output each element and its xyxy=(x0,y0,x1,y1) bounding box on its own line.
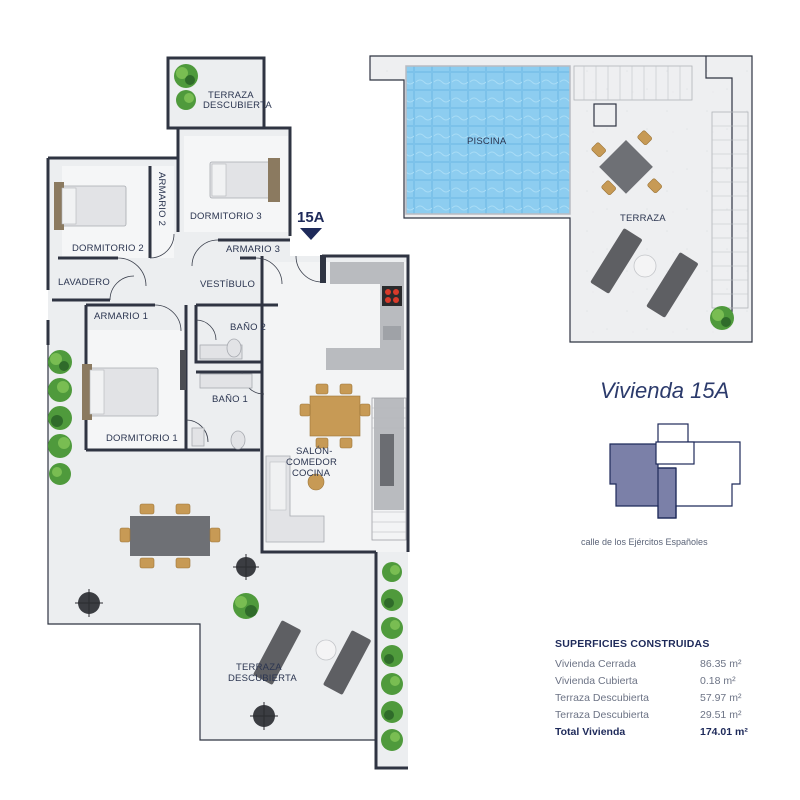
entry-marker-label: 15A xyxy=(297,209,325,226)
entry-marker: 15A xyxy=(297,209,325,240)
label-salon-2: COMEDOR xyxy=(286,457,337,468)
label-armario-3: ARMARIO 3 xyxy=(226,244,280,255)
surface-total-value: 174.01 m² xyxy=(700,726,748,738)
label-piscina: PISCINA xyxy=(467,136,507,147)
label-vestibulo: VESTÍBULO xyxy=(200,279,255,290)
surface-label: Vivienda Cubierta xyxy=(555,675,638,687)
unit-title: Vivienda 15A xyxy=(600,378,730,403)
roof-terrace: PISCINA TERRAZA xyxy=(369,55,753,343)
label-dormitorio-3: DORMITORIO 3 xyxy=(190,211,262,222)
pool xyxy=(406,66,570,214)
bed-dormitorio-2 xyxy=(54,182,127,230)
sun-loungers-terrace xyxy=(253,620,371,695)
label-armario-1: ARMARIO 1 xyxy=(94,311,148,322)
kitchen xyxy=(326,262,404,510)
label-armario-2: ARMARIO 2 xyxy=(156,172,167,226)
plant-icons-main xyxy=(48,64,403,751)
key-plan xyxy=(609,423,741,519)
dining-table-interior xyxy=(299,383,371,449)
label-bano-1: BAÑO 1 xyxy=(212,394,248,405)
surface-row: Terraza Descubierta 29.51 m² xyxy=(555,709,755,726)
surface-value: 0.18 m² xyxy=(700,675,736,687)
surface-value: 57.97 m² xyxy=(700,692,742,704)
entry-arrow-icon xyxy=(300,228,322,240)
wardrobe-1 xyxy=(180,350,186,390)
label-terraza-bottom-2: DESCUBIERTA xyxy=(228,673,297,684)
label-terraza-roof: TERRAZA xyxy=(620,213,666,224)
label-bano-2: BAÑO 2 xyxy=(230,322,266,333)
surface-value: 86.35 m² xyxy=(700,658,742,670)
bed-dormitorio-1 xyxy=(82,364,159,420)
umbrella-icons xyxy=(75,554,278,730)
dining-table-terrace xyxy=(119,503,221,569)
sun-loungers-roof xyxy=(590,228,698,318)
roof-steps xyxy=(573,65,749,309)
label-dormitorio-1: DORMITORIO 1 xyxy=(106,433,178,444)
surfaces-heading: SUPERFICIES CONSTRUIDAS xyxy=(555,638,710,650)
bed-dormitorio-3 xyxy=(209,158,280,202)
surface-row: Vivienda Cerrada 86.35 m² xyxy=(555,658,755,675)
label-terraza-top-1: TERRAZA xyxy=(208,90,254,101)
label-salon-3: COCINA xyxy=(292,468,331,479)
surface-label: Terraza Descubierta xyxy=(555,709,649,721)
surface-total-row: Total Vivienda 174.01 m² xyxy=(555,726,755,743)
surface-row: Terraza Descubierta 57.97 m² xyxy=(555,692,755,709)
surface-value: 29.51 m² xyxy=(700,709,742,721)
plant-icon-roof xyxy=(710,306,734,330)
surface-label: Vivienda Cerrada xyxy=(555,658,636,670)
street-name: calle de los Ejércitos Españoles xyxy=(581,537,708,547)
label-lavadero: LAVADERO xyxy=(58,277,110,288)
main-floor: 15A TERRAZA DESCUBIERTA DORMITORIO 3 ARM… xyxy=(46,56,410,770)
surface-total-label: Total Vivienda xyxy=(555,726,626,738)
label-salon-1: SALÓN- xyxy=(296,446,333,457)
label-dormitorio-2: DORMITORIO 2 xyxy=(72,243,144,254)
bathroom-fixtures xyxy=(191,338,253,450)
staircase xyxy=(371,397,407,541)
surface-label: Terraza Descubierta xyxy=(555,692,649,704)
sofa xyxy=(265,455,325,543)
surface-row: Vivienda Cubierta 0.18 m² xyxy=(555,675,755,692)
label-terraza-top-2: DESCUBIERTA xyxy=(203,100,272,111)
surfaces-table: SUPERFICIES CONSTRUIDAS Vivienda Cerrada… xyxy=(555,638,755,743)
label-terraza-bottom-1: TERRAZA xyxy=(236,662,282,673)
